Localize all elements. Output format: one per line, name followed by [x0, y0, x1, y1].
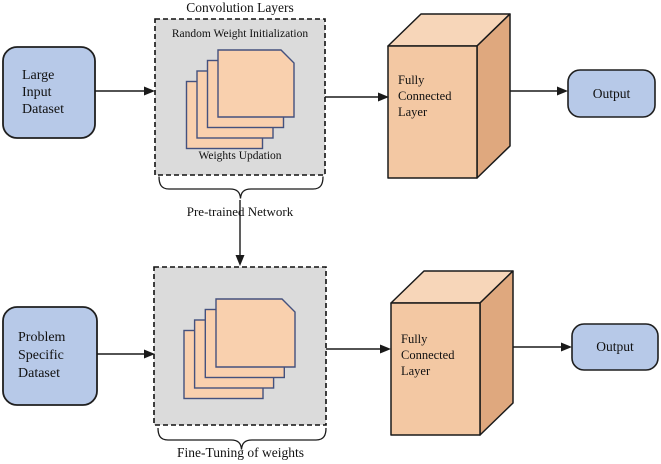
conv-sheet-front — [217, 49, 295, 118]
arrowhead-icon — [235, 255, 245, 266]
conv-sheet-front — [215, 298, 296, 368]
label-line: Layer — [398, 105, 428, 119]
arrowhead-icon — [144, 349, 155, 359]
conv-layers-title: Convolution Layers — [186, 0, 294, 15]
weights-updation-label: Weights Updation — [198, 150, 282, 162]
output-label-top: Output — [592, 85, 631, 101]
fine-tuning-label: Fine-Tuning of weights — [176, 445, 304, 460]
label-line: Fully — [401, 332, 428, 346]
label-line: Connected — [401, 348, 455, 362]
pretrained-brace — [158, 176, 324, 199]
label-line: Large — [22, 68, 55, 83]
output-label-bottom: Output — [596, 339, 634, 354]
arrowhead-icon — [561, 342, 572, 352]
large-input-dataset-box — [2, 46, 96, 139]
fc-cube-front-face — [387, 45, 478, 179]
arrowhead-icon — [557, 86, 568, 96]
problem-specific-dataset-box — [2, 306, 98, 406]
label-line: Fully — [398, 73, 425, 87]
fc-cube-front-face — [390, 302, 481, 436]
fully-connected-layer-label-bottom: Fully Connected Layer — [401, 331, 454, 379]
label-line: Problem — [18, 330, 66, 345]
output-box-top — [567, 69, 656, 118]
label-line: Connected — [398, 89, 452, 103]
fully-connected-layer-label-top: Fully Connected Layer — [398, 72, 451, 120]
arrowhead-icon — [378, 92, 389, 102]
pretrained-network-label: Pre-trained Network — [186, 204, 294, 219]
label-line: Input — [22, 85, 52, 100]
finetune-brace — [157, 427, 327, 450]
label-line: Dataset — [22, 102, 64, 117]
large-input-dataset-label: Large Input Dataset — [3, 47, 95, 138]
label-line: Dataset — [18, 366, 60, 381]
random-weight-init-label: Random Weight Initialization — [171, 28, 309, 40]
problem-specific-dataset-label: Problem Specific Dataset — [3, 307, 97, 405]
arrowhead-icon — [380, 344, 391, 354]
label-line: Layer — [401, 364, 431, 378]
label-line: Specific — [18, 348, 64, 363]
arrowhead-icon — [144, 86, 155, 96]
